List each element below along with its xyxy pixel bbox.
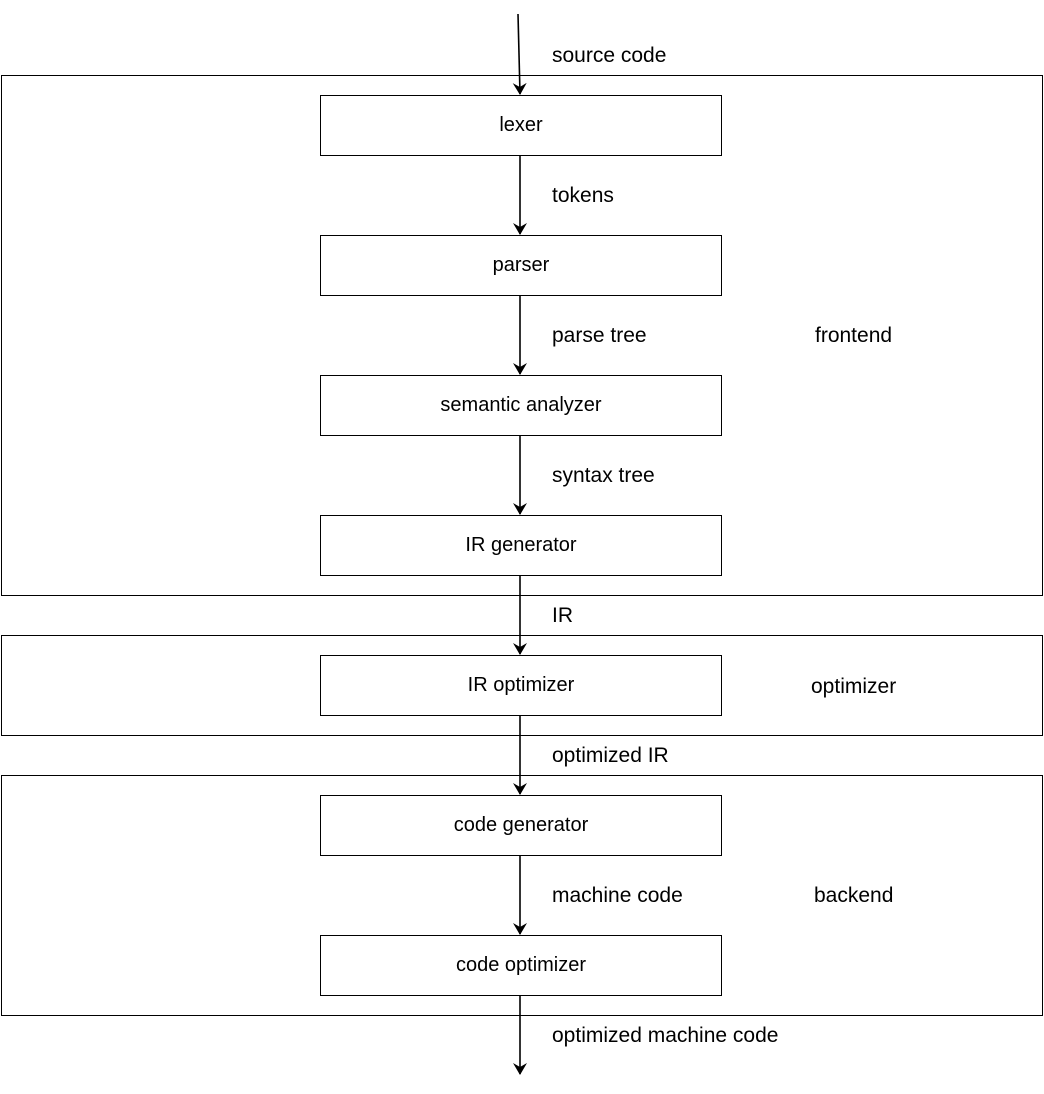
semantic-analyzer-box: semantic analyzer	[320, 375, 722, 436]
ir-generator-label: IR generator	[465, 534, 577, 556]
ir-generator-box: IR generator	[320, 515, 722, 576]
group-label-frontend: frontend	[815, 324, 893, 347]
code-generator-box: code generator	[320, 795, 722, 856]
code-optimizer-label: code optimizer	[455, 954, 587, 976]
parser-label: parser	[492, 254, 550, 276]
edge-label-optimized-ir: optimized IR	[552, 744, 669, 767]
edge-label-optimized-machine-code: optimized machine code	[552, 1024, 779, 1047]
ir-optimizer-label: IR optimizer	[467, 674, 575, 696]
group-label-backend: backend	[814, 884, 894, 907]
code-optimizer-box: code optimizer	[320, 935, 722, 996]
frontend-group	[1, 75, 1043, 596]
code-generator-label: code generator	[453, 814, 589, 836]
edge-label-ir: IR	[552, 604, 573, 627]
lexer-label: lexer	[499, 114, 543, 136]
edge-label-syntax-tree: syntax tree	[552, 464, 655, 487]
edge-label-machine-code: machine code	[552, 884, 683, 907]
ir-optimizer-box: IR optimizer	[320, 655, 722, 716]
backend-group	[1, 775, 1043, 1016]
lexer-box: lexer	[320, 95, 722, 156]
edge-label-parse-tree: parse tree	[552, 324, 647, 347]
semantic-analyzer-label: semantic analyzer	[440, 394, 602, 416]
arrow-source-code	[512, 13, 527, 95]
edge-label-tokens: tokens	[552, 184, 614, 207]
parser-box: parser	[320, 235, 722, 296]
optimizer-group	[1, 635, 1043, 736]
group-label-optimizer: optimizer	[811, 675, 897, 698]
edge-label-source-code: source code	[552, 44, 667, 67]
